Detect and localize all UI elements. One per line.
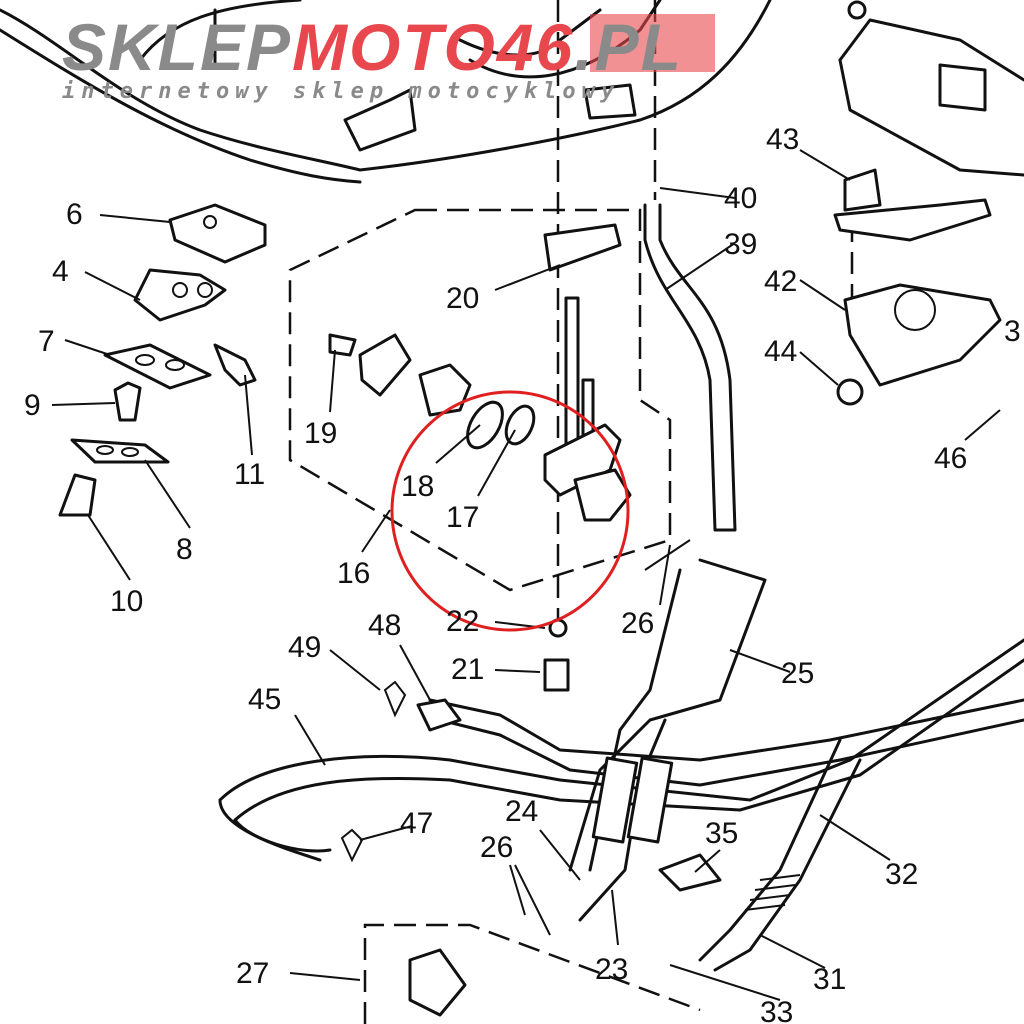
callout: 9 (24, 389, 41, 422)
leader-lines (51, 149, 1001, 1001)
assembly-boundary (288, 208, 672, 592)
fuel-pump (643, 168, 1002, 532)
bracket-parts (58, 203, 622, 517)
callout: 47 (400, 807, 433, 840)
fuel-hoses (218, 558, 1024, 1024)
callout: 45 (248, 683, 281, 716)
callout: 42 (764, 265, 797, 298)
highlight-circle (390, 390, 630, 632)
callout: 3 (1004, 315, 1021, 348)
watermark: SKLEPMOTO46.PL internetowy sklep motocyk… (62, 10, 715, 104)
callout: 11 (234, 458, 265, 491)
callout: 39 (724, 228, 757, 261)
callout: 31 (813, 963, 846, 996)
callout: 49 (288, 631, 321, 664)
callout: 18 (401, 470, 434, 503)
callout: 44 (764, 335, 797, 368)
callout: 19 (304, 417, 337, 450)
callout: 17 (446, 501, 479, 534)
callout: 43 (766, 123, 799, 156)
callout: 40 (724, 182, 757, 215)
callout: 22 (446, 605, 479, 638)
callout: 4 (52, 255, 69, 288)
callout: 25 (781, 657, 814, 690)
callout: 48 (368, 609, 401, 642)
engine-part (838, 0, 1024, 177)
callout: 26 (480, 831, 513, 864)
callout: 26 (621, 607, 654, 640)
callout: 16 (337, 557, 370, 590)
callout: 46 (934, 442, 967, 475)
callout: 6 (66, 198, 83, 231)
callout: 23 (595, 953, 628, 986)
callout: 21 (451, 653, 484, 686)
fuel-cock (543, 296, 632, 692)
callout: 7 (38, 325, 55, 358)
callout: 24 (505, 795, 538, 828)
callout: 33 (760, 996, 793, 1024)
callout: 20 (446, 282, 479, 315)
callout: 32 (885, 858, 918, 891)
svg-text:internetowy sklep motocyklowy: internetowy sklep motocyklowy (62, 79, 620, 104)
callout: 10 (110, 585, 143, 618)
callout-labels: 6 4 7 9 11 8 10 19 18 17 16 20 22 21 26 … (24, 123, 1021, 1024)
callout: 8 (176, 533, 193, 566)
callout: 35 (705, 817, 738, 850)
svg-text:SKLEPMOTO46.PL: SKLEPMOTO46.PL (62, 10, 683, 84)
callout: 27 (236, 957, 269, 990)
